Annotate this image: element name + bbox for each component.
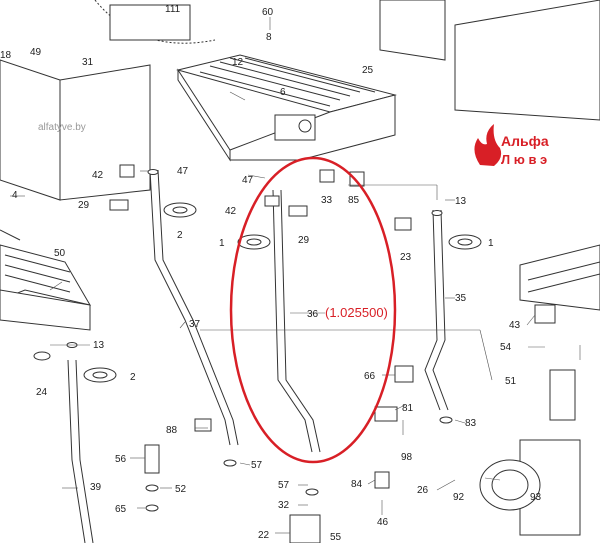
- callout-29a: 29: [78, 200, 90, 211]
- callout-42b: 42: [225, 206, 237, 217]
- callout-93: 93: [530, 492, 542, 503]
- callout-52: 52: [175, 484, 187, 495]
- logo-line-2: Л ю в э: [501, 152, 547, 167]
- callout-57b: 57: [278, 480, 290, 491]
- callout-84: 84: [351, 479, 363, 490]
- callout-49: 49: [30, 47, 42, 58]
- callout-25: 25: [362, 65, 374, 76]
- callout-47b: 47: [242, 175, 254, 186]
- callout-numbers: 111 60 8 18 49 31 12 6 25 42 47 4 29 2 4…: [0, 4, 542, 543]
- highlighted-part-code: (1.025500): [325, 305, 388, 320]
- callout-31: 31: [82, 57, 94, 68]
- highlight-ellipse: [229, 156, 397, 464]
- callout-24: 24: [36, 387, 48, 398]
- callout-23: 23: [400, 252, 412, 263]
- callout-2b: 2: [130, 372, 136, 383]
- right-back-panel: [379, 0, 600, 121]
- callout-37: 37: [189, 319, 201, 330]
- callout-1a: 1: [219, 238, 225, 249]
- pipe-39-inner: [75, 359, 94, 543]
- logo-line-1: Альфа: [501, 133, 549, 149]
- callout-56: 56: [115, 454, 127, 465]
- callout-12: 12: [232, 57, 244, 68]
- callout-81: 81: [402, 403, 414, 414]
- callout-32: 32: [278, 500, 290, 511]
- left-heat-exchanger-secondary: [0, 244, 92, 331]
- callout-29b: 29: [298, 235, 310, 246]
- left-cover-panel: [0, 59, 151, 241]
- callout-66: 66: [364, 371, 376, 382]
- pipe-36-inner: [280, 189, 321, 453]
- callout-55: 55: [330, 532, 342, 543]
- callout-83: 83: [465, 418, 477, 429]
- alfa-lyuve-logo: Альфа Л ю в э: [474, 124, 549, 167]
- callout-88: 88: [166, 425, 178, 436]
- small-fittings: [109, 164, 581, 543]
- pipe-39: [67, 359, 86, 543]
- heat-exchanger: [176, 54, 397, 162]
- callout-26: 26: [417, 485, 429, 496]
- callout-8: 8: [266, 32, 272, 43]
- flame-icon: [474, 124, 502, 166]
- callout-6: 6: [280, 87, 286, 98]
- callout-111: 111: [165, 4, 181, 15]
- callout-33: 33: [321, 195, 333, 206]
- callout-92: 92: [453, 492, 465, 503]
- watermark-text: alfatyve.by: [38, 122, 86, 133]
- callout-13b: 13: [93, 340, 105, 351]
- callout-60: 60: [262, 7, 274, 18]
- callout-57a: 57: [251, 460, 263, 471]
- callout-36: 36: [307, 309, 319, 320]
- callout-18: 18: [0, 50, 12, 61]
- callout-35: 35: [455, 293, 467, 304]
- callout-65: 65: [115, 504, 127, 515]
- callout-50: 50: [54, 248, 66, 259]
- callout-1b: 1: [488, 238, 494, 249]
- callout-54: 54: [500, 342, 512, 353]
- callout-4: 4: [12, 190, 18, 201]
- callout-46: 46: [377, 517, 389, 528]
- callout-2a: 2: [177, 230, 183, 241]
- pipe-35: [424, 209, 441, 411]
- pipe-35-inner: [432, 209, 449, 411]
- callout-98: 98: [401, 452, 413, 463]
- callout-85: 85: [348, 195, 360, 206]
- callout-39: 39: [90, 482, 102, 493]
- callout-13a: 13: [455, 196, 467, 207]
- callout-43: 43: [509, 320, 521, 331]
- callout-47a: 47: [177, 166, 189, 177]
- pipe-37: [149, 169, 231, 446]
- pipe-36: [272, 189, 313, 453]
- leader-lines: [10, 17, 581, 534]
- callout-42a: 42: [92, 170, 104, 181]
- pipe-37-inner: [157, 169, 239, 446]
- callout-22: 22: [258, 530, 270, 541]
- callout-51: 51: [505, 376, 517, 387]
- top-fan-assembly: [94, 0, 216, 44]
- right-hydro-block: [519, 244, 600, 311]
